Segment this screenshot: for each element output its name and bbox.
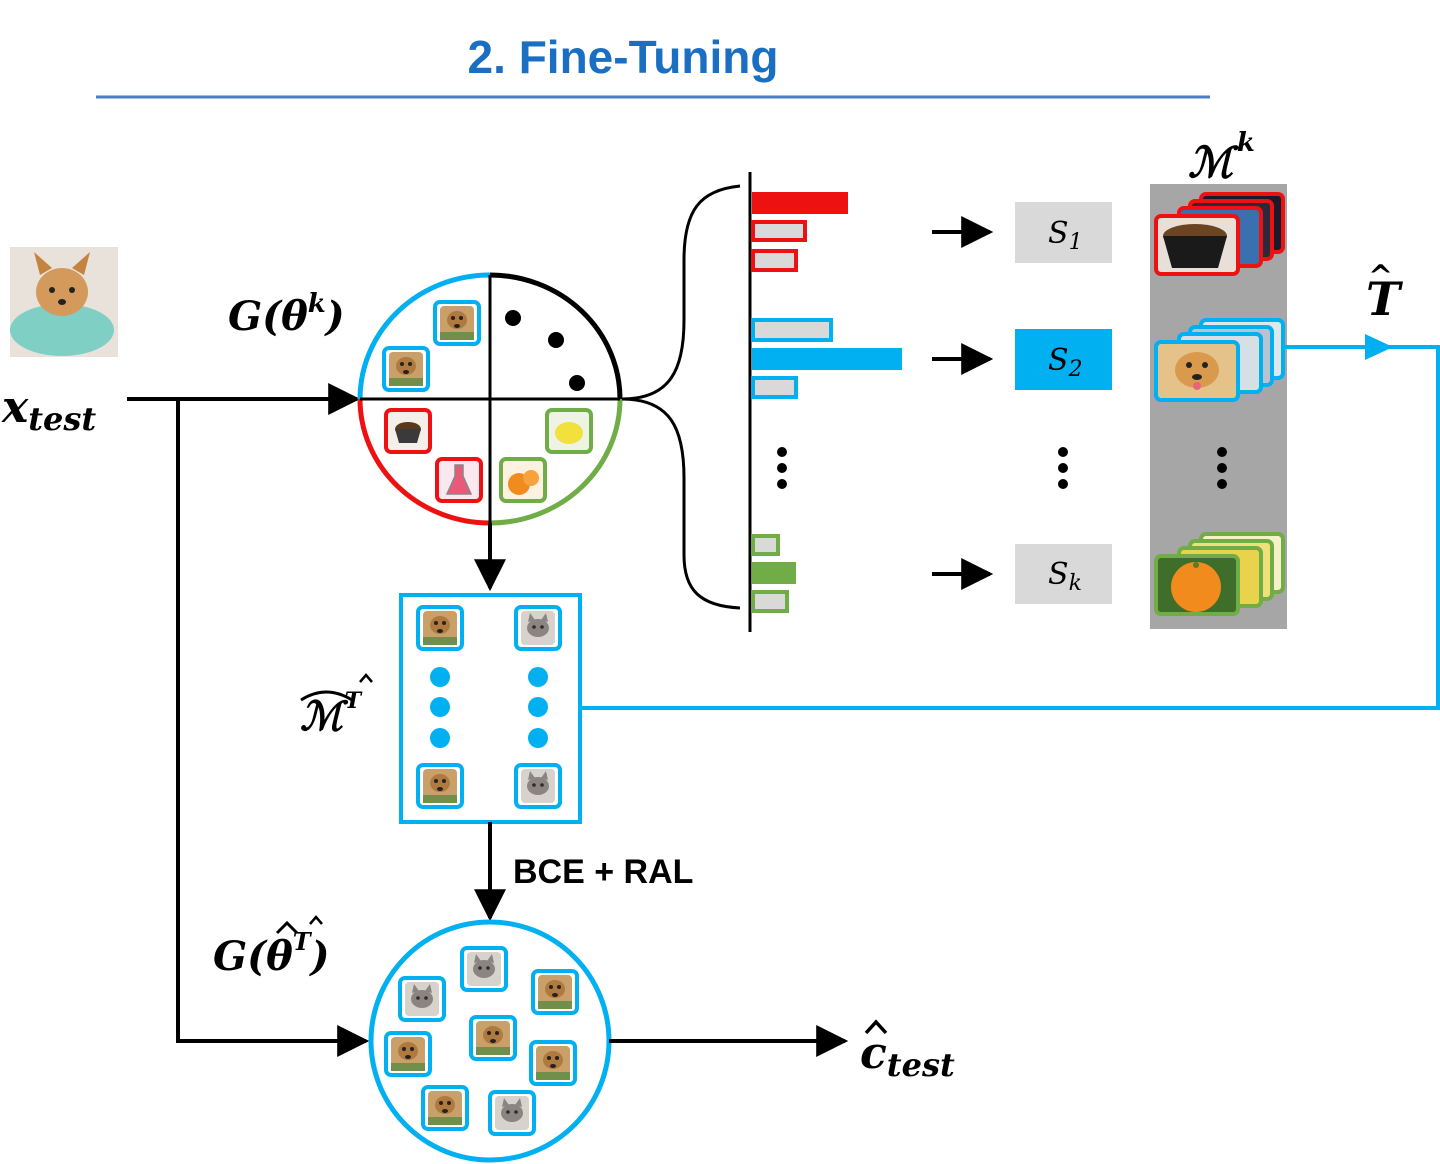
score-box-s1: S1	[1015, 202, 1112, 263]
t-hat-label: T	[1366, 272, 1404, 326]
dog-thumbnail-icon	[416, 605, 464, 651]
bar	[752, 562, 796, 584]
memory-stack-red	[1154, 192, 1285, 276]
g-theta-hat-label: G(θT)	[213, 927, 330, 980]
bypass-arrow	[176, 399, 370, 1057]
bar	[752, 348, 902, 370]
memory-hat-sup-accent	[359, 673, 373, 683]
loss-label: BCE + RAL	[513, 853, 693, 891]
dog-thumbnail-icon	[416, 763, 464, 809]
bar	[751, 376, 798, 399]
histogram-ellipsis	[777, 447, 787, 489]
cat-thumbnail-icon	[514, 605, 562, 651]
bar	[751, 220, 807, 242]
feedback-arrowhead	[1365, 334, 1393, 360]
t-hat-accent: ^	[1368, 259, 1393, 294]
x-test-label: xtest	[1, 382, 96, 438]
score-ellipsis	[1058, 447, 1068, 489]
dog-thumbnail-icon	[531, 969, 579, 1015]
theta-sup-accent	[309, 915, 323, 925]
memory-stack-green	[1154, 532, 1285, 616]
memory-hat-accent	[300, 690, 353, 702]
c-test-label: ctest	[860, 1028, 955, 1084]
g-theta-k-label: G(θk)	[228, 289, 345, 340]
score-box-s2: S2	[1015, 329, 1112, 390]
svg-text:S2: S2	[1048, 343, 1083, 382]
cat-thumbnail-icon	[488, 1090, 536, 1136]
dog-thumbnail-icon	[529, 1040, 577, 1086]
bar	[751, 249, 798, 272]
svg-text:S1: S1	[1048, 216, 1083, 255]
coffee-cup-icon	[1154, 214, 1240, 276]
brace	[621, 184, 741, 610]
feedback-path	[582, 345, 1440, 710]
dog-thumbnail-icon	[421, 1085, 469, 1131]
partitioned-model-circle	[357, 272, 623, 526]
page-title: 2. Fine-Tuning	[468, 31, 779, 83]
c-hat-accent	[864, 1019, 888, 1035]
memory-ellipsis	[1217, 447, 1227, 489]
score-box-sk: Sk	[1015, 544, 1112, 604]
memory-stack-cyan	[1154, 318, 1285, 402]
coffee-cup-icon	[384, 408, 432, 454]
test-dog-image	[10, 247, 118, 357]
puppy-icon	[1154, 340, 1240, 402]
dog-thumbnail-icon	[382, 346, 430, 392]
orange-icon	[1154, 554, 1240, 616]
flask-icon	[435, 457, 483, 503]
cat-thumbnail-icon	[398, 976, 446, 1022]
cat-thumbnail-icon	[514, 763, 562, 809]
selected-memory-box	[399, 593, 582, 824]
bar	[752, 192, 848, 214]
finetuned-model-circle	[368, 919, 612, 1163]
memory-hat-label: ℳT	[300, 688, 363, 740]
histogram-bars	[751, 192, 902, 613]
orange-icon	[499, 457, 547, 503]
dog-thumbnail-icon	[384, 1031, 432, 1077]
dog-thumbnail-icon	[433, 300, 481, 346]
cat-thumbnail-icon	[460, 946, 508, 992]
bar	[751, 318, 833, 342]
bar	[751, 590, 789, 613]
svg-text:Sk: Sk	[1048, 557, 1082, 596]
lemon-icon	[545, 408, 593, 454]
dog-thumbnail-icon	[469, 1015, 517, 1061]
theta-hat-accent	[275, 920, 299, 935]
bar	[751, 534, 780, 556]
